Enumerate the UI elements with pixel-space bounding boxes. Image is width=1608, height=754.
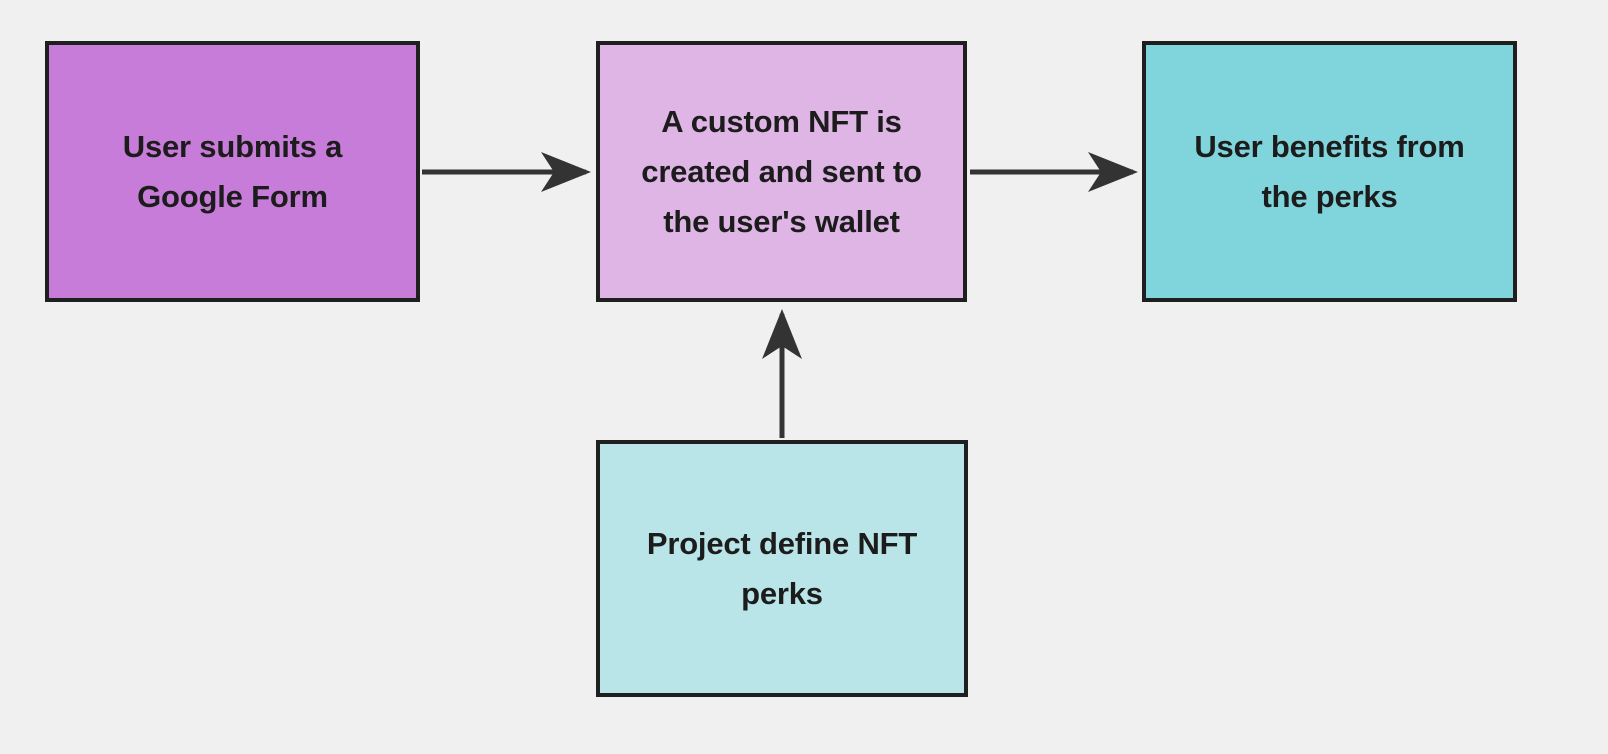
node-label: User benefits from the perks [1194,128,1465,214]
node-label: Project define NFT perks [646,525,918,611]
node-user-submits-google-form[interactable]: User submits a Google Form [45,41,420,302]
node-custom-nft-created[interactable]: A custom NFT is created and sent to the … [596,41,967,302]
node-label: A custom NFT is created and sent to the … [641,103,922,239]
node-user-benefits-from-perks[interactable]: User benefits from the perks [1142,41,1517,302]
node-label: User submits a Google Form [122,128,343,214]
node-project-define-nft-perks[interactable]: Project define NFT perks [596,440,968,697]
